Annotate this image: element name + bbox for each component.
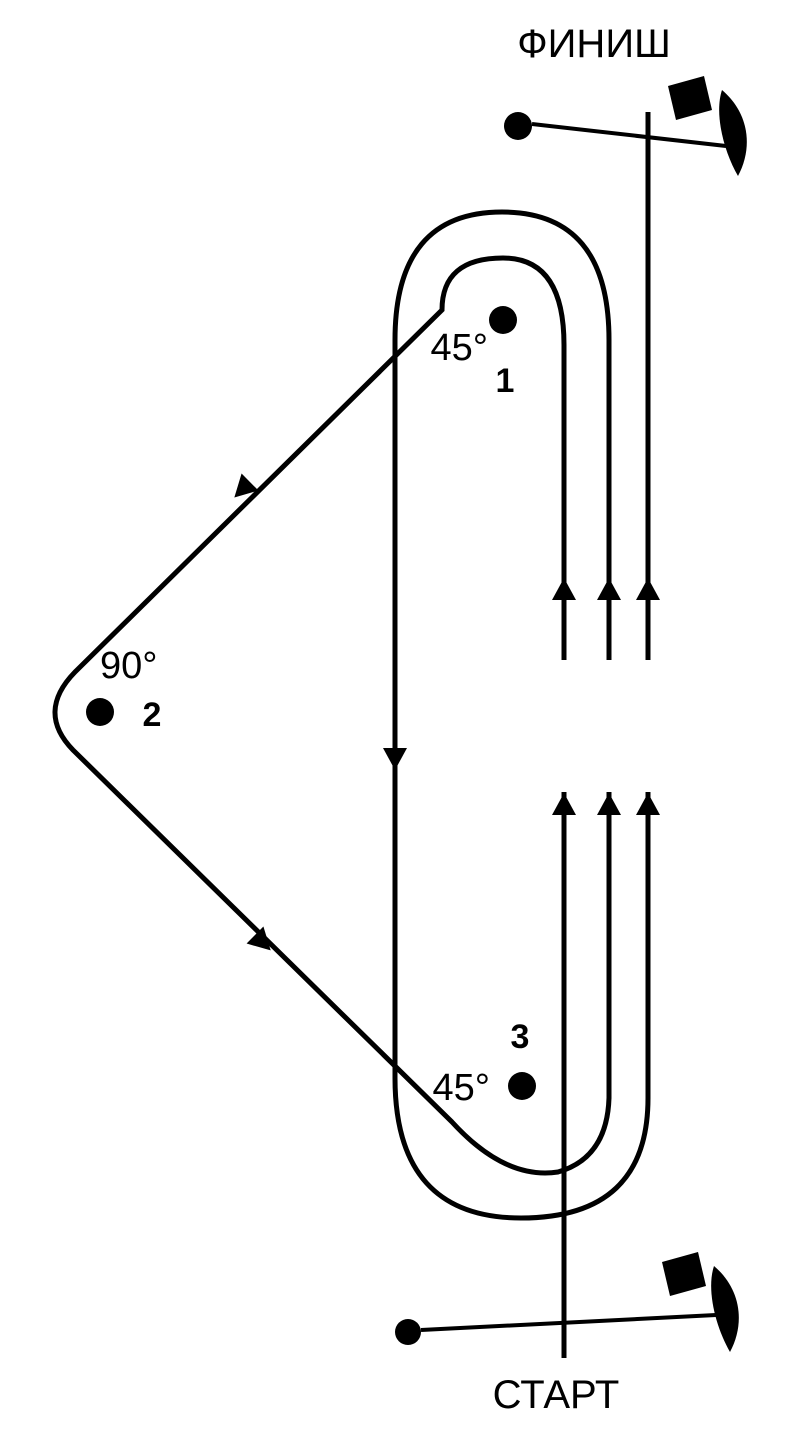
up-arrow-icon bbox=[552, 578, 576, 600]
finish-boat-flag-icon bbox=[668, 76, 712, 120]
marks bbox=[86, 112, 536, 1345]
mark-3-angle-label: 45° bbox=[433, 1067, 490, 1109]
mark-3-buoy-icon bbox=[508, 1072, 536, 1100]
direction-arrows bbox=[234, 473, 660, 951]
course-lines bbox=[52, 112, 727, 1358]
committee-boat-icon bbox=[719, 90, 747, 176]
committee-boat-icon bbox=[711, 1266, 739, 1352]
up-arrow-icon bbox=[597, 578, 621, 600]
finish-label: ФИНИШ bbox=[517, 22, 670, 66]
start-line bbox=[420, 1313, 717, 1332]
committee-boats bbox=[662, 76, 747, 1352]
up-arrow-icon bbox=[636, 578, 660, 600]
up-arrow-icon bbox=[552, 793, 576, 815]
down-arrow-icon bbox=[383, 748, 407, 770]
up-arrow-icon bbox=[597, 793, 621, 815]
mark-1-number-label: 1 bbox=[496, 362, 515, 400]
mark-1-buoy-icon bbox=[489, 306, 517, 334]
course-line-inner-loop bbox=[52, 255, 612, 1176]
up-arrow-icon bbox=[636, 793, 660, 815]
mark-2-number-label: 2 bbox=[143, 696, 162, 734]
diagonal-arrow-icon bbox=[234, 473, 259, 498]
mark-2-buoy-icon bbox=[86, 698, 114, 726]
course-line-outer-loop bbox=[392, 209, 651, 1221]
mark-2-angle-label: 90° bbox=[100, 645, 157, 687]
finish-buoy-icon bbox=[504, 112, 532, 140]
start-boat-flag-icon bbox=[662, 1252, 706, 1296]
start-buoy-icon bbox=[395, 1319, 421, 1345]
mark-1-angle-label: 45° bbox=[431, 327, 488, 369]
diagonal-arrow-icon bbox=[246, 926, 271, 951]
mark-3-number-label: 3 bbox=[511, 1018, 530, 1056]
finish-line bbox=[531, 122, 727, 148]
start-label: СТАРТ bbox=[493, 1373, 620, 1417]
